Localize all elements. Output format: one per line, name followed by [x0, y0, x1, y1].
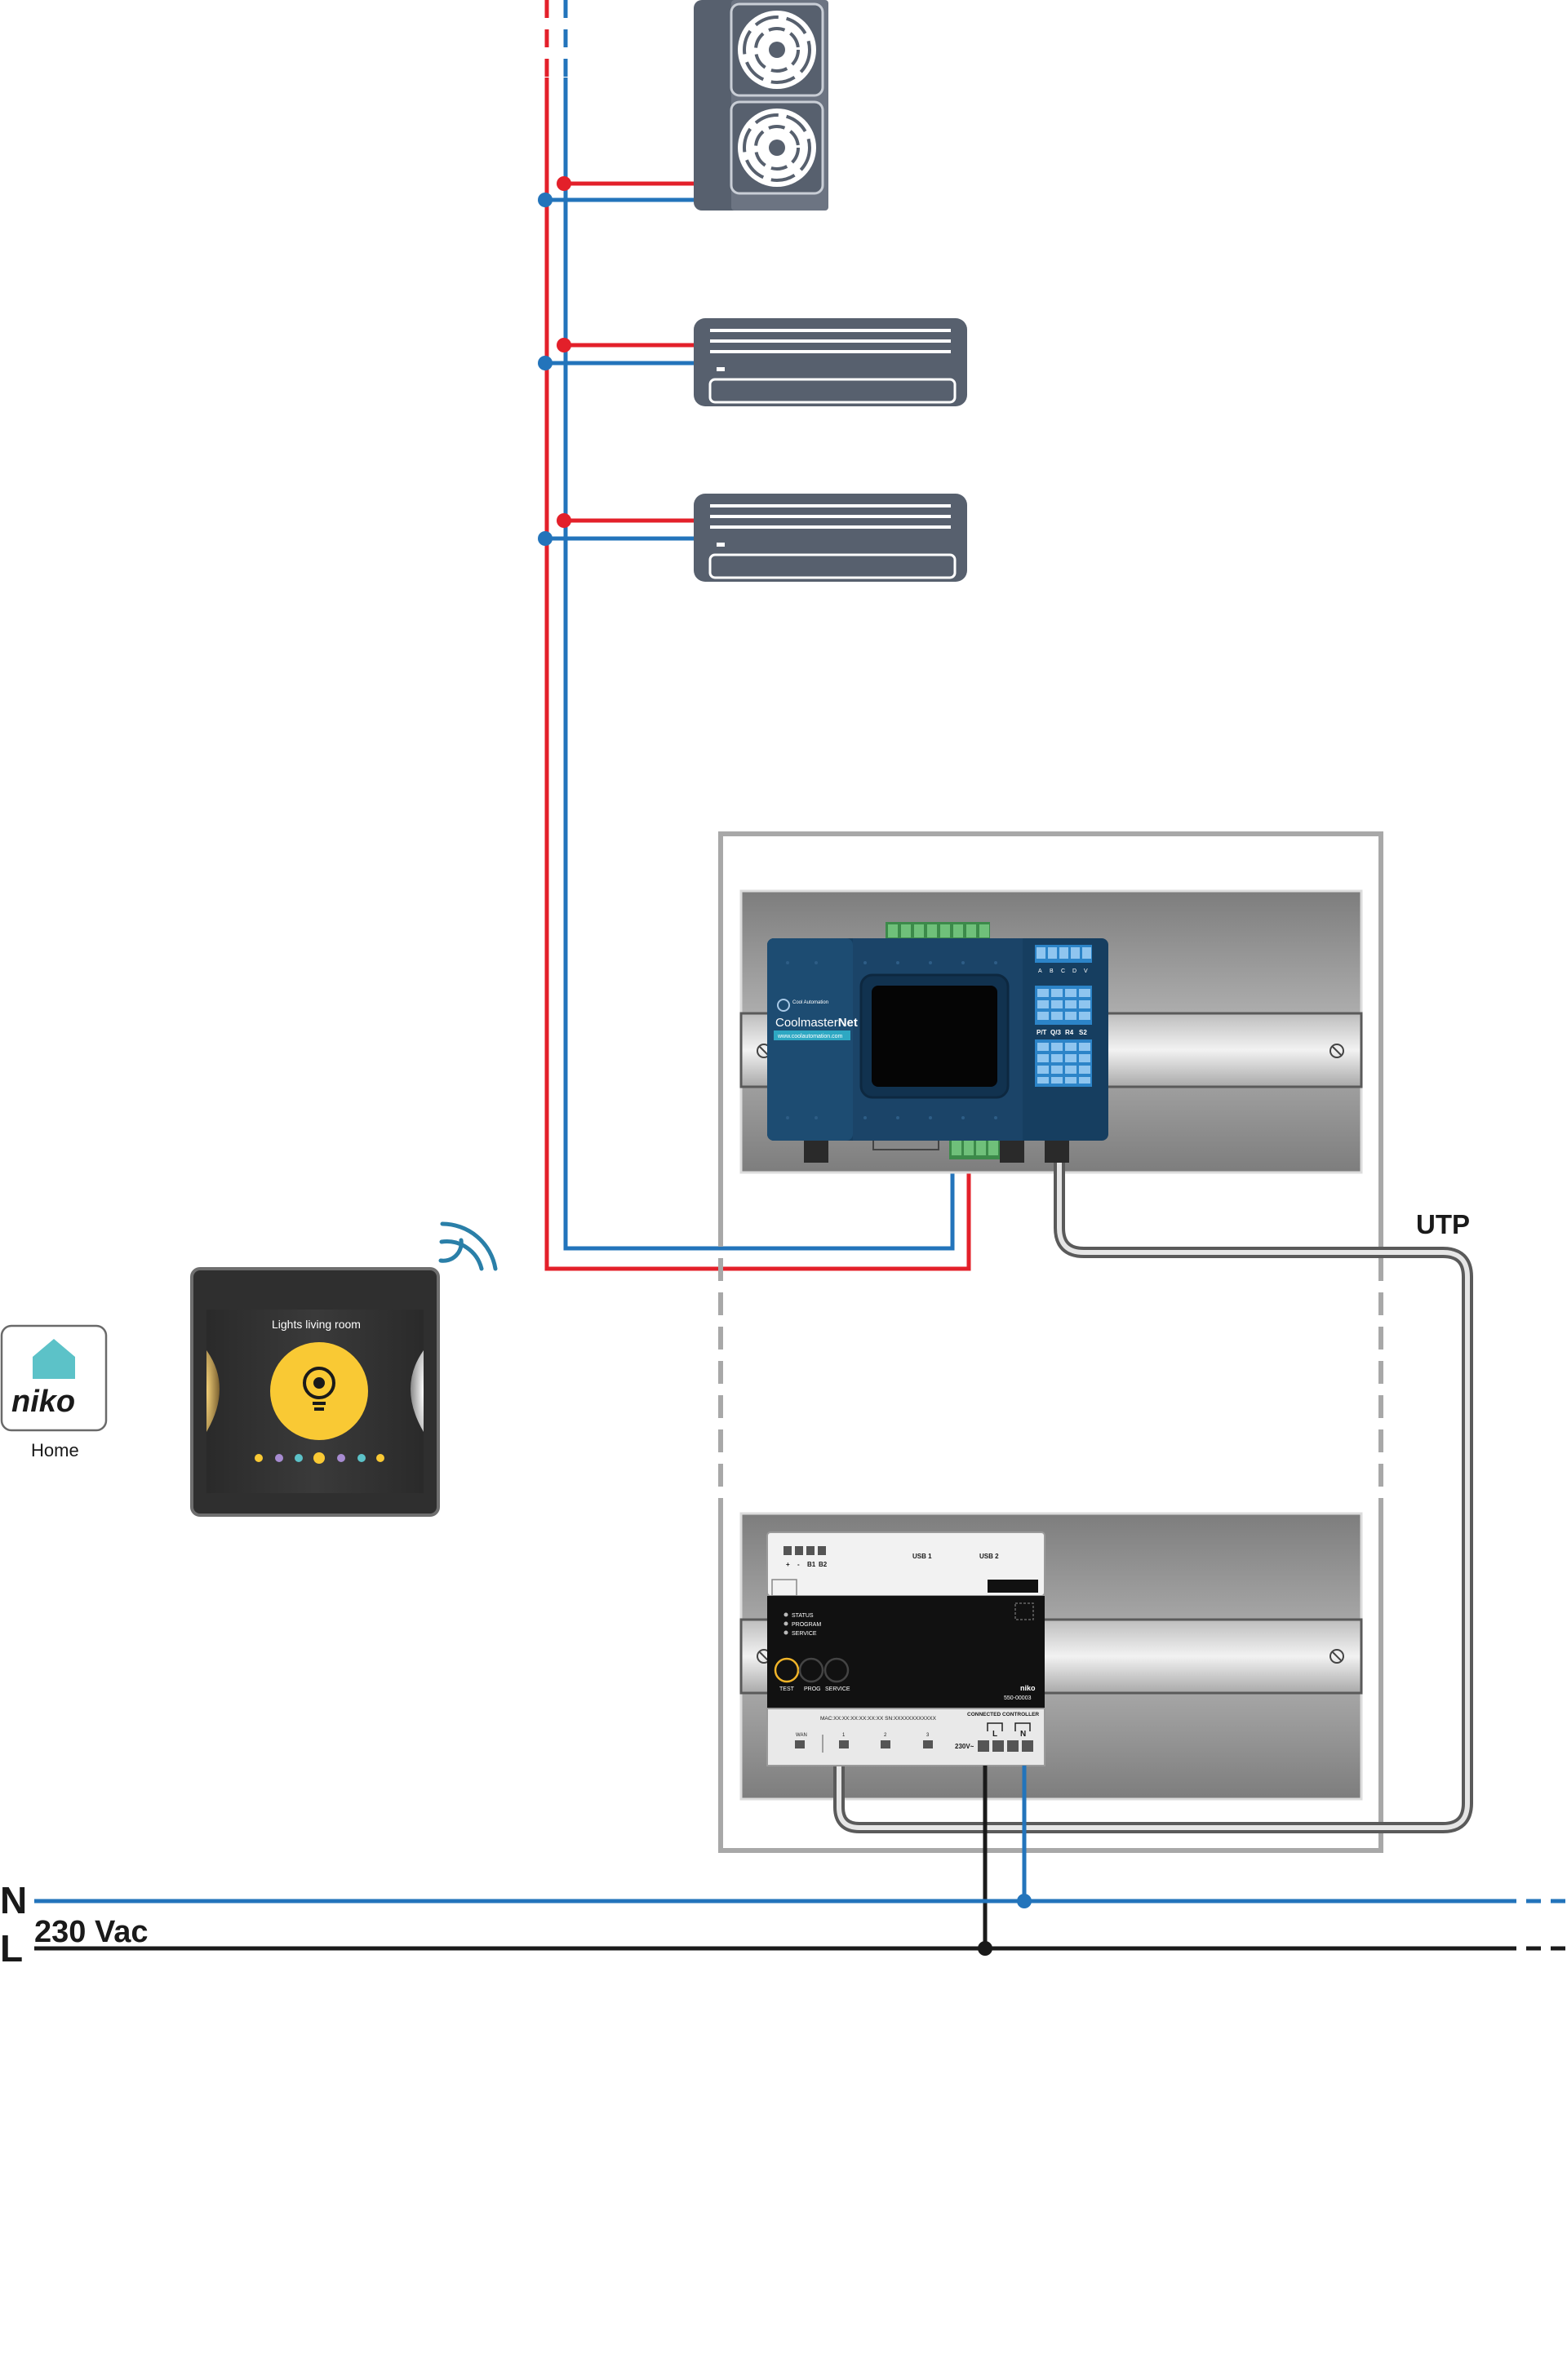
- service-button: [823, 1657, 850, 1683]
- svg-text:-: -: [797, 1561, 800, 1568]
- svg-text:WAN: WAN: [796, 1733, 807, 1738]
- house-icon: [33, 1339, 75, 1379]
- usb1-label: USB 1: [912, 1553, 932, 1560]
- voltage-label: 230 Vac: [34, 1915, 148, 1949]
- coolmaster-url: www.coolautomation.com: [777, 1034, 843, 1039]
- svg-text:3: 3: [926, 1733, 930, 1738]
- controller-mac: MAC:XX:XX:XX:XX:XX:XX SN:XXXXXXXXXXXX: [820, 1716, 937, 1722]
- refrigerant-lines: [538, 0, 971, 1271]
- svg-text:V: V: [1084, 968, 1088, 974]
- controller-product: CONNECTED CONTROLLER: [967, 1712, 1039, 1717]
- svg-text:PROGRAM: PROGRAM: [792, 1622, 821, 1628]
- coolmaster-small-brand: Cool Automation: [792, 1000, 828, 1005]
- svg-text:1: 1: [842, 1733, 846, 1738]
- svg-text:TEST: TEST: [779, 1686, 795, 1692]
- svg-text:C: C: [1061, 968, 1065, 974]
- svg-text:B2: B2: [819, 1561, 828, 1568]
- prog-button: [798, 1657, 824, 1683]
- neutral-label: N: [0, 1879, 27, 1921]
- fan-bottom-icon: [730, 100, 824, 195]
- fan-top-icon: [730, 2, 824, 97]
- touchscreen-title: Lights living room: [272, 1318, 361, 1331]
- power-label: 230V~: [955, 1743, 974, 1750]
- line-label: L: [0, 1927, 23, 1970]
- usb2-label: USB 2: [979, 1553, 999, 1560]
- utp-label: UTP: [1416, 1209, 1470, 1239]
- page-indicator-dots: [255, 1452, 384, 1464]
- test-button: [774, 1657, 800, 1683]
- mains-supply: N L 230 Vac: [0, 1766, 1567, 1970]
- svg-text:N: N: [1020, 1730, 1026, 1739]
- controller-brand: niko: [1020, 1684, 1036, 1692]
- niko-logo: niko: [11, 1385, 75, 1419]
- app-name-label: Home: [31, 1440, 79, 1460]
- svg-text:B1: B1: [807, 1561, 816, 1568]
- light-button[interactable]: [270, 1342, 368, 1440]
- coolmasternet-device: Cool Automation CoolmasterNet www.coolau…: [767, 922, 1108, 1163]
- lightbulb-icon: [303, 1367, 335, 1411]
- svg-text:S2: S2: [1079, 1029, 1087, 1036]
- svg-text:STATUS: STATUS: [792, 1613, 814, 1619]
- coolmaster-terminals: A B C D V P/T Q/3 R4 S2: [1035, 945, 1092, 1087]
- controller-model: 550-00003: [1004, 1695, 1032, 1701]
- svg-text:L: L: [992, 1730, 997, 1739]
- indoor-unit-1: [694, 318, 967, 406]
- svg-text:A: A: [1038, 968, 1042, 974]
- connected-controller: + - B1 B2 USB 1 USB 2 STATUS PROGRAM SER…: [766, 1531, 1045, 1766]
- svg-text:R4: R4: [1065, 1029, 1074, 1036]
- svg-text:SERVICE: SERVICE: [792, 1631, 817, 1637]
- outdoor-unit: [694, 0, 828, 211]
- svg-text:2: 2: [884, 1733, 887, 1738]
- svg-text:P/T: P/T: [1037, 1029, 1047, 1036]
- svg-text:Q/3: Q/3: [1050, 1029, 1061, 1036]
- indoor-unit-2: [694, 494, 967, 582]
- svg-text:B: B: [1050, 968, 1054, 974]
- wifi-icon: [438, 1221, 498, 1271]
- svg-text:SERVICE: SERVICE: [825, 1686, 850, 1692]
- utp-cable: UTP: [833, 1138, 1473, 1833]
- coolmaster-name: CoolmasterNet: [775, 1016, 858, 1030]
- svg-text:+: +: [786, 1561, 790, 1568]
- touchscreen-device: Lights living room: [190, 1267, 440, 1517]
- niko-home-app[interactable]: niko Home: [0, 1324, 108, 1460]
- svg-text:PROG: PROG: [804, 1686, 821, 1692]
- svg-text:D: D: [1072, 968, 1076, 974]
